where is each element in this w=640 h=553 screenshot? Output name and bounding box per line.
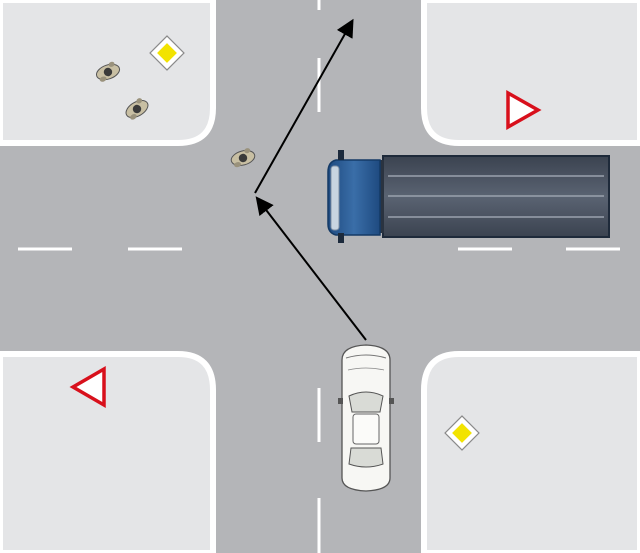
truck-icon xyxy=(327,150,610,243)
priority-road-sign-icon xyxy=(149,35,185,71)
yield-sign-icon xyxy=(506,89,542,131)
pedestrian-icon xyxy=(95,61,121,82)
truck-cab xyxy=(327,159,381,236)
pedestrian-icon xyxy=(230,148,256,168)
maneuver-arrow-entry xyxy=(255,196,367,341)
priority-road-sign-icon xyxy=(444,415,480,451)
sidewalk-top-right xyxy=(421,0,640,146)
maneuver-arrow-exit xyxy=(254,18,354,194)
yield-sign-icon xyxy=(69,365,106,409)
lane-markings xyxy=(18,0,620,553)
car-icon xyxy=(338,344,394,492)
pedestrian-icon xyxy=(125,98,149,120)
maneuver-path xyxy=(254,18,367,341)
sidewalk-bottom-right xyxy=(421,351,640,553)
sidewalk-bottom-left xyxy=(0,351,216,553)
